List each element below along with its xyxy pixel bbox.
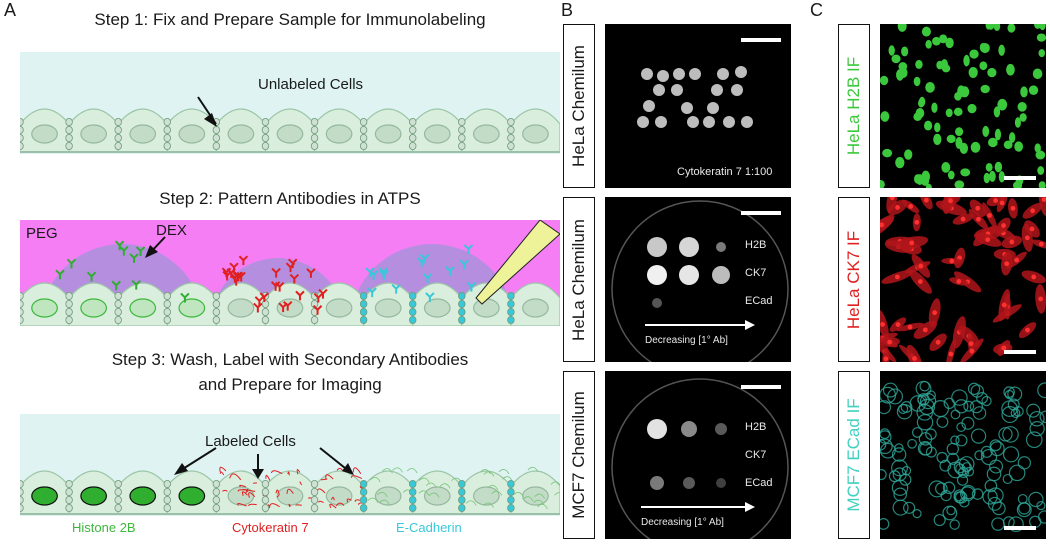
scale-bar xyxy=(1004,526,1036,530)
panel-c-row2-image xyxy=(880,197,1046,362)
spot-label-ck7: CK7 xyxy=(745,267,767,279)
spot-label-h2b: H2B xyxy=(745,421,767,433)
peg-label: PEG xyxy=(26,225,58,242)
panel-b-letter: B xyxy=(561,0,574,20)
panel-a-letter: A xyxy=(4,0,17,20)
panel-b-row3-image: H2B CK7 ECad Decreasing [1° Ab] xyxy=(605,371,791,539)
panel-c-row1-image xyxy=(880,24,1046,188)
step2-title: Step 2: Pattern Antibodies in ATPS xyxy=(159,189,421,208)
legend-e-cadherin: E-Cadherin xyxy=(396,520,462,535)
cytokeratin-caption: Cytokeratin 7 1:100 xyxy=(677,166,773,178)
scale-bar xyxy=(741,38,781,42)
step3-scene xyxy=(20,414,560,516)
panel-c-row1-label: HeLa H2B IF xyxy=(838,24,870,188)
legend-cytokeratin-7: Cytokeratin 7 xyxy=(232,520,309,535)
decreasing-label: Decreasing [1° Ab] xyxy=(641,517,724,528)
spot-label-ck7: CK7 xyxy=(745,449,767,461)
step3-title-line1: Step 3: Wash, Label with Secondary Antib… xyxy=(111,350,469,369)
panel-b-row1-image: Cytokeratin 7 1:100 xyxy=(605,24,791,188)
spot-label-ecad: ECad xyxy=(745,477,773,489)
step1-title: Step 1: Fix and Prepare Sample for Immun… xyxy=(94,10,486,29)
decreasing-label: Decreasing [1° Ab] xyxy=(645,335,728,346)
spot-label-h2b: H2B xyxy=(745,239,767,251)
labeled-cells-label: Labeled Cells xyxy=(205,433,296,450)
spot-label-ecad: ECad xyxy=(745,295,773,307)
panel-c-row3-label: MCF7 ECad IF xyxy=(838,371,870,539)
panel-c-row3-image xyxy=(880,371,1046,539)
scale-bar xyxy=(1004,350,1036,354)
scale-bar xyxy=(741,211,781,215)
panel-b-row2-image: H2B CK7 ECad Decreasing [1° Ab] xyxy=(605,197,791,362)
panel-c-letter: C xyxy=(810,0,823,20)
scale-bar xyxy=(741,385,781,389)
unlabeled-cells-label: Unlabeled Cells xyxy=(258,76,364,93)
step3-title-line2: and Prepare for Imaging xyxy=(198,375,382,394)
panel-b-row2-label: HeLa Chemilum xyxy=(563,197,595,362)
panel-b-row3-label: MCF7 Chemilum xyxy=(563,371,595,539)
panel-b-row1-label: HeLa Chemilum xyxy=(563,24,595,188)
dex-label: DEX xyxy=(156,222,187,239)
step2-scene xyxy=(20,220,560,326)
step1-scene xyxy=(20,52,560,154)
legend-histone-2b: Histone 2B xyxy=(72,520,136,535)
panel-c-row2-label: HeLa CK7 IF xyxy=(838,197,870,362)
scale-bar xyxy=(1004,176,1036,180)
